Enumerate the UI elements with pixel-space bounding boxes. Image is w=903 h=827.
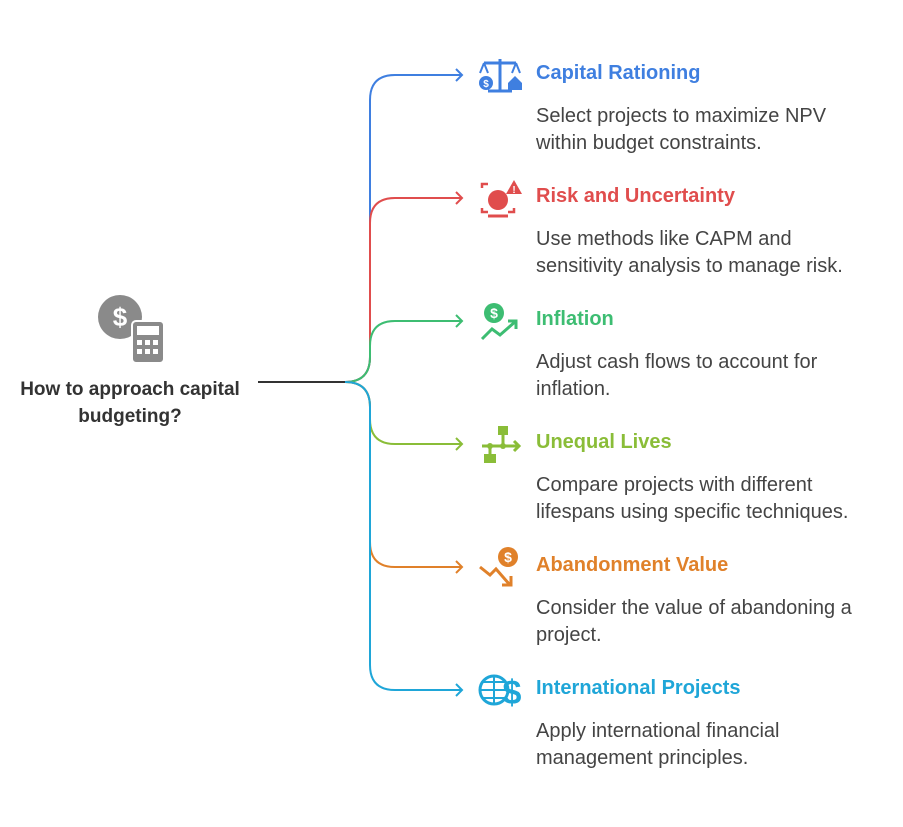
branch-line xyxy=(344,68,464,383)
branch-title: Risk and Uncertainty xyxy=(536,185,735,207)
svg-text:$: $ xyxy=(113,302,128,332)
branch-title: Unequal Lives xyxy=(536,431,672,453)
branch-description: Select projects to maximize NPV within b… xyxy=(536,105,827,154)
branch-title: Capital Rationing xyxy=(536,62,701,84)
dollar-trend-up-icon: $ xyxy=(480,303,518,341)
svg-text:$: $ xyxy=(503,674,522,710)
branch-title: International Projects xyxy=(536,677,741,699)
flowchart-icon xyxy=(482,426,522,463)
branch-description: Apply international financial management… xyxy=(536,720,780,769)
svg-text:!: ! xyxy=(512,185,515,196)
svg-text:$: $ xyxy=(483,79,489,90)
risk-globe-warning-icon: ! xyxy=(480,180,522,218)
branch-description: Compare projects with different lifespan… xyxy=(536,474,849,523)
scale-icon: $ xyxy=(479,59,522,93)
svg-text:$: $ xyxy=(504,549,512,565)
branch-title: Abandonment Value xyxy=(536,554,729,576)
globe-dollar-icon: $ xyxy=(478,674,522,710)
branch-title: Inflation xyxy=(536,308,614,330)
branch-line xyxy=(344,314,464,383)
branch-description: Consider the value of abandoning a proje… xyxy=(536,597,852,646)
dollar-trend-down-icon: $ xyxy=(479,547,518,587)
branch-line xyxy=(344,381,464,451)
dollar-calculator-icon: $ xyxy=(98,295,165,364)
svg-text:$: $ xyxy=(490,305,498,321)
branch-line xyxy=(344,381,464,574)
branch-line xyxy=(344,191,464,383)
branch-line xyxy=(344,381,464,697)
central-question: How to approach capital budgeting? xyxy=(20,379,240,427)
branch-description: Use methods like CAPM and sensitivity an… xyxy=(536,228,843,277)
branch-description: Adjust cash flows to account for inflati… xyxy=(536,351,818,400)
